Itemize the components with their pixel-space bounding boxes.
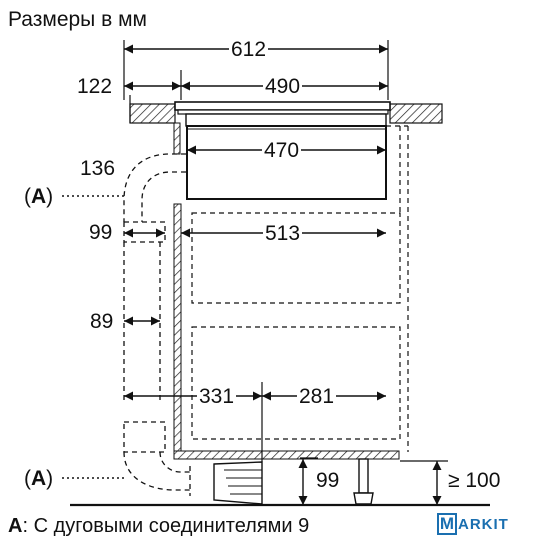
- dim-label-99-side: 99: [89, 221, 113, 244]
- cabinet-floor: [173, 450, 400, 460]
- cabinet-leg: [353, 458, 374, 505]
- callout-a-top: (A): [24, 185, 54, 208]
- dim-label-490: 490: [263, 75, 303, 98]
- dim-label-612: 612: [229, 38, 269, 61]
- worktop-left: [129, 103, 176, 124]
- callout-a-bottom: (A): [24, 467, 54, 490]
- cooktop-body: [185, 113, 387, 127]
- cabinet-side-wall: [173, 203, 182, 452]
- dim-label-513: 513: [263, 222, 303, 245]
- dim-label-136: 136: [80, 157, 116, 180]
- dim-label-99-bottom: 99: [316, 469, 340, 492]
- dim-label-331: 331: [197, 385, 237, 408]
- cabinet-drawer-upper: [191, 212, 401, 304]
- cabinet-drawer-lower: [191, 326, 401, 440]
- duct-arc-bottom-inner: [159, 451, 190, 473]
- dim-label-100: ≥ 100: [448, 469, 501, 492]
- plinth-diffuser: [213, 461, 263, 505]
- duct-arc-bottom: [123, 451, 190, 491]
- dim-label-470: 470: [262, 139, 302, 162]
- duct-connector-bottom: [123, 421, 166, 453]
- dim-label-281: 281: [297, 385, 337, 408]
- duct-arc-top-outer: [123, 153, 186, 222]
- caption-key: A: [8, 515, 23, 537]
- caption-text: : С дуговыми соединителями 9: [22, 515, 310, 537]
- cabinet-side-top: [173, 122, 181, 155]
- duct-connector-top: [123, 221, 166, 243]
- worktop-right: [389, 103, 443, 124]
- logo-letter-box: M: [437, 513, 457, 535]
- logo-wordmark: ARKIT: [458, 515, 509, 533]
- markit-logo: M ARKIT: [437, 512, 509, 536]
- caption: A: С дуговыми соединителями 9: [8, 516, 309, 536]
- dim-label-89: 89: [90, 310, 114, 333]
- cooktop-glass: [174, 101, 391, 111]
- dim-label-122: 122: [77, 75, 113, 98]
- duct-arc-top-inner: [141, 171, 186, 222]
- hob-unit: [186, 125, 387, 200]
- page-title: Размеры в мм: [8, 8, 147, 31]
